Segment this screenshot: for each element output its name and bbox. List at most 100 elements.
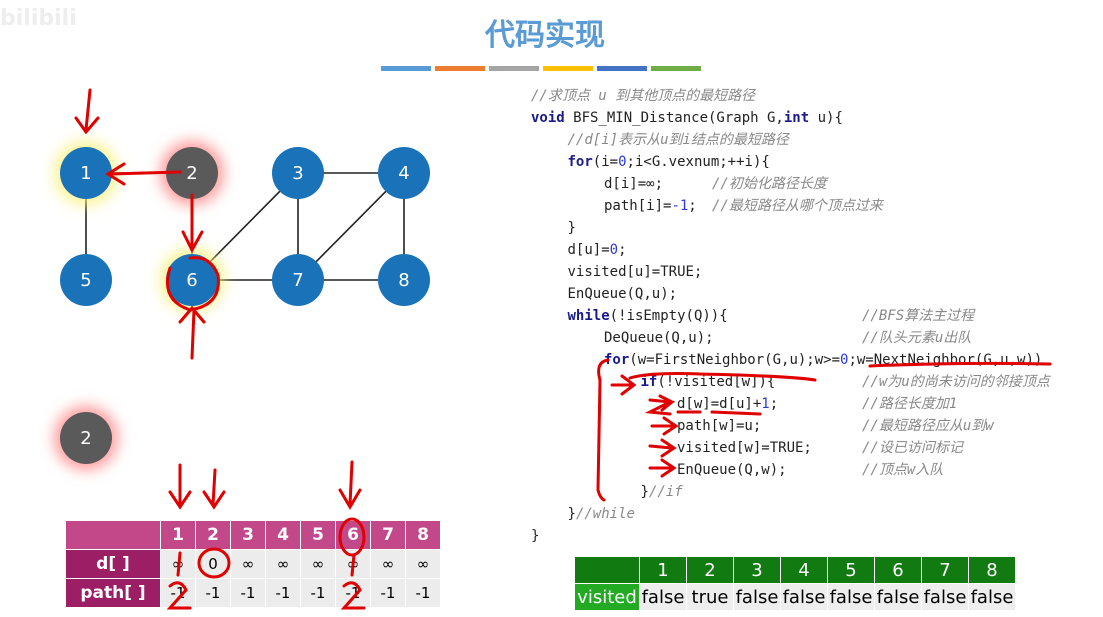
header-cell: 6 — [335, 520, 371, 550]
code-token: BFS_MIN_Distance(Graph G, — [564, 110, 784, 126]
code-line: //求顶点 u 到其他顶点的最短路径 — [531, 85, 755, 107]
code-comment: //最短路径从哪个顶点过来 — [712, 198, 883, 214]
corner-cell — [574, 556, 640, 584]
code-comment: //初始化路径长度 — [712, 176, 827, 192]
d-cell: ∞ — [300, 549, 336, 579]
header-cell: 2 — [195, 520, 231, 550]
d-cell: ∞ — [265, 549, 301, 579]
header-cell: 8 — [968, 556, 1016, 584]
code-token: d[w]=d[u]+ — [677, 396, 762, 412]
path-cell: -1 — [300, 578, 336, 608]
code-line: d[w]=d[u]+1; — [677, 393, 778, 415]
graph-node: 3 — [272, 147, 324, 199]
d-cell: ∞ — [160, 549, 196, 579]
header-cell: 3 — [733, 556, 781, 584]
code-token: } — [567, 220, 576, 236]
code-comment: //w为u的尚未访问的邻接顶点 — [862, 374, 1050, 390]
code-comment: //顶点w入队 — [862, 462, 944, 478]
code-token: ; — [688, 198, 697, 214]
path-cell: -1 — [265, 578, 301, 608]
header-cell: 1 — [639, 556, 687, 584]
code-line: d[u]=0; — [568, 239, 627, 261]
code-token: //if — [648, 484, 683, 500]
code-token: //while — [575, 506, 635, 522]
code-token: for — [604, 352, 630, 368]
code-token: EnQueue(Q,u); — [567, 286, 678, 302]
title-bar — [381, 66, 431, 71]
code-line: }//if — [641, 481, 683, 503]
code-token: if — [640, 374, 658, 390]
row-label: d[ ] — [65, 549, 161, 579]
code-comment: //设已访问标记 — [862, 440, 963, 456]
path-cell: -1 — [230, 578, 266, 608]
row-label: visited — [574, 583, 640, 611]
code-line: } — [531, 525, 539, 547]
graph-node: 6 — [166, 254, 218, 306]
code-line: if(!visited[w]){ — [641, 371, 776, 393]
header-cell: 6 — [874, 556, 922, 584]
watermark-logo: bilibili — [0, 6, 77, 31]
row-label: path[ ] — [65, 578, 161, 608]
code-token: u){ — [809, 110, 843, 126]
path-cell: -1 — [195, 578, 231, 608]
code-line: d[i]=∞; — [604, 173, 663, 195]
code-token: } — [531, 528, 540, 544]
code-token: ;i<G.vexnum;++i){ — [626, 154, 770, 170]
header-cell: 8 — [405, 520, 441, 550]
header-cell: 7 — [921, 556, 969, 584]
header-cell: 5 — [300, 520, 336, 550]
code-line: DeQueue(Q,u); — [604, 327, 714, 349]
header-cell: 7 — [370, 520, 406, 550]
code-line: visited[w]=TRUE; — [677, 437, 812, 459]
code-line: EnQueue(Q,u); — [568, 283, 678, 305]
code-line: visited[u]=TRUE; — [568, 261, 703, 283]
code-line: path[w]=u; — [677, 415, 761, 437]
code-token: int — [783, 110, 810, 126]
code-token: path[w]=u; — [677, 418, 762, 434]
path-cell: -1 — [335, 578, 371, 608]
code-line: for(w=FirstNeighbor(G,u);w>=0;w=NextNeig… — [604, 349, 1042, 371]
code-token: -1 — [671, 198, 689, 214]
title-bar — [597, 66, 647, 71]
code-token: d[u]= — [567, 242, 610, 258]
title-bar — [651, 66, 701, 71]
graph-node: 2 — [166, 147, 218, 199]
code-token: (!visited[w]){ — [657, 374, 776, 390]
code-line: path[i]=-1; — [604, 195, 697, 217]
graph-node: 8 — [378, 254, 430, 306]
graph-node: 7 — [272, 254, 324, 306]
code-token: d[i]=∞; — [604, 176, 664, 192]
d-cell: ∞ — [335, 549, 371, 579]
d-cell: ∞ — [230, 549, 266, 579]
code-token: ; — [769, 396, 779, 412]
code-line: for(i=0;i<G.vexnum;++i){ — [568, 151, 770, 173]
code-line: void BFS_MIN_Distance(Graph G,int u){ — [531, 107, 843, 129]
code-token: (!isEmpty(Q)){ — [609, 308, 728, 324]
code-token: //求顶点 u 到其他顶点的最短路径 — [531, 88, 756, 104]
code-token: 0 — [609, 242, 619, 258]
code-token: visited[u]=TRUE; — [567, 264, 703, 280]
code-token: ;w=NextNeighbor(G,u,w)) — [848, 352, 1043, 368]
code-token: 1 — [761, 396, 770, 412]
graph-node: 4 — [378, 147, 430, 199]
d-cell: ∞ — [370, 549, 406, 579]
code-token: DeQueue(Q,u); — [604, 330, 714, 346]
header-cell: 3 — [230, 520, 266, 550]
code-token: for — [567, 154, 593, 170]
code-line: while(!isEmpty(Q)){ — [568, 305, 728, 327]
graph-node: 5 — [60, 254, 112, 306]
code-token: EnQueue(Q,w); — [677, 462, 787, 478]
d-cell: ∞ — [405, 549, 441, 579]
code-token: 0 — [840, 352, 849, 368]
header-cell: 4 — [780, 556, 828, 584]
path-cell: -1 — [160, 578, 196, 608]
title-bar — [489, 66, 539, 71]
header-cell: 5 — [827, 556, 875, 584]
page-title: 代码实现 — [485, 18, 605, 53]
visited-cell: false — [639, 583, 687, 611]
code-token: (i= — [592, 154, 619, 170]
code-token: //d[i]表示从u到i结点的最短路径 — [567, 132, 789, 148]
visited-cell: false — [874, 583, 922, 611]
